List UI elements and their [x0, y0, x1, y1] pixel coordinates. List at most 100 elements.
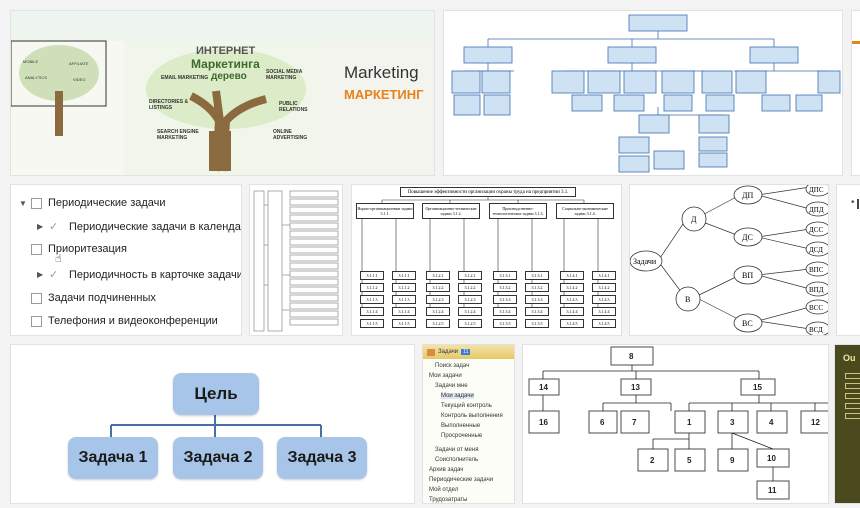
node-label: 7	[632, 418, 637, 427]
node-label: 4	[769, 418, 774, 427]
result-marketing-tree[interactable]: ИНТЕРНЕТ Маркетинга дерево EMAIL MARKETI…	[10, 10, 435, 176]
tree-item[interactable]: Просроченные	[441, 433, 483, 439]
result-org-chart[interactable]	[443, 10, 843, 176]
node-l3: ДПС	[809, 186, 824, 194]
ellipse-tree-diagram: Задачи Д В ДП ДС ВП ВС ДПС ДПД ДСС ДСД В…	[630, 185, 828, 335]
code-cell: 3.1.1.4	[392, 307, 416, 316]
result-ellipse-tree[interactable]: Задачи Д В ДП ДС ВП ВС ДПС ДПД ДСС ДСД В…	[629, 184, 829, 336]
code-cell: 3.1.3.1	[525, 271, 549, 280]
code-cell: 3.1.3.3	[525, 295, 549, 304]
task-list-item[interactable]: Задачи подчиненных	[31, 292, 156, 304]
node-label: 10	[767, 454, 776, 463]
tree-item[interactable]: Мой отдел	[429, 487, 459, 493]
tree-item[interactable]: Текущий контроль	[441, 403, 492, 409]
code-cell: 3.1.1.5	[392, 319, 416, 328]
tree-heading: ИНТЕРНЕТ	[196, 45, 256, 57]
code-cell: 3.1.3.2	[525, 283, 549, 292]
code-cell: 3.1.1.5	[360, 319, 384, 328]
tree-item-selected[interactable]: Мои задачи	[441, 393, 474, 399]
node-label: 14	[539, 383, 548, 392]
check-icon: ✓	[49, 221, 59, 233]
code-cell: 3.1.4.1	[560, 271, 584, 280]
code-cell: 3.1.2.1	[458, 271, 482, 280]
goal-connectors	[110, 415, 322, 437]
tree-item[interactable]: Архив задач	[429, 467, 464, 473]
node-l2: ДП	[742, 191, 753, 200]
node-l3: ВПД	[809, 286, 824, 294]
code-cell: 3.1.2.3	[458, 295, 482, 304]
node-label: 11	[768, 486, 777, 495]
node-label: 2	[650, 456, 655, 465]
checkbox[interactable]	[31, 315, 42, 327]
task-list-item[interactable]: Приоритезация	[31, 243, 127, 255]
tree-item[interactable]: Мои задачи	[429, 373, 462, 379]
checkbox[interactable]	[31, 243, 42, 255]
result-structure-scan[interactable]	[249, 184, 343, 336]
tree-branch: ANALYTICS	[25, 75, 47, 80]
node-label: 13	[631, 383, 640, 392]
marketing-tree-illustration	[11, 40, 434, 175]
code-cell: 3.1.3.1	[493, 271, 517, 280]
task-list-item[interactable]: Телефония и видеоконференции	[31, 315, 218, 327]
result-task-list[interactable]: ▼ Периодические задачи ▶ ✓ Периодические…	[10, 184, 242, 336]
result-partial-bottom[interactable]: Ou	[834, 344, 860, 504]
tree-item[interactable]: Соисполнитель	[435, 457, 479, 463]
tree-item[interactable]: Задачи мне	[435, 383, 468, 389]
node-label: 5	[687, 456, 692, 465]
tree-item[interactable]: Трудозатраты	[429, 497, 468, 503]
checkbox[interactable]	[31, 292, 42, 304]
app-header: Задачи 11	[423, 345, 514, 359]
code-cell: 3.1.1.1	[360, 271, 384, 280]
task-list-item[interactable]: ▶ ✓ Периодические задачи в календаре	[37, 220, 241, 234]
task-list-item[interactable]: ▶ ✓ Периодичность в карточке задачи	[37, 268, 242, 282]
count-badge: 11	[461, 349, 471, 355]
table-column-header: Социально-экономические задачи 3.1.4.	[556, 203, 614, 219]
code-cell: 3.1.4.4	[560, 307, 584, 316]
code-cell: 3.1.3.5	[525, 319, 549, 328]
partial-title: Ou	[843, 353, 856, 363]
checkbox[interactable]	[31, 197, 42, 209]
code-cell: 3.1.3.5	[493, 319, 517, 328]
tree-item[interactable]: Периодические задачи	[429, 477, 494, 483]
result-partial-middle[interactable]: •	[836, 184, 860, 336]
code-cell: 3.1.4.5	[560, 319, 584, 328]
result-goal-diagram[interactable]: Цель Задача 1 Задача 2 Задача 3	[10, 344, 415, 504]
code-cell: 3.1.4.1	[592, 271, 616, 280]
node-label: 15	[753, 383, 762, 392]
tree-item[interactable]: Выполненные	[441, 423, 481, 429]
code-cell: 3.1.2.3	[426, 295, 450, 304]
result-partial-top[interactable]	[851, 10, 860, 176]
node-l2: ВС	[742, 319, 753, 328]
code-cell: 3.1.3.2	[493, 283, 517, 292]
tree-item[interactable]: Задачи от меня	[435, 447, 479, 453]
code-cell: 3.1.2.4	[426, 307, 450, 316]
task-list-item[interactable]: ▼ Периодические задачи	[19, 197, 166, 209]
code-cell: 3.1.2.4	[458, 307, 482, 316]
result-task-tree-app[interactable]: Задачи 11 Поиск задач Мои задачи Задачи …	[422, 344, 515, 504]
tree-branch: AFFILIATE	[69, 61, 89, 66]
structure-scan-diagram	[253, 190, 339, 332]
result-number-tree[interactable]: 8 14 13 15 16 6 7 1 3 4 12 2 5 9 10 11	[522, 344, 829, 504]
node-l3: ДСД	[809, 246, 823, 254]
tree-item[interactable]: Поиск задач	[435, 363, 470, 369]
code-cell: 3.1.3.4	[493, 307, 517, 316]
node-label: 1	[687, 418, 692, 427]
node-l3: ВПС	[809, 266, 824, 274]
table-title: Повышение эффективности организации охра…	[400, 187, 576, 197]
table-column-header: Организационно-технические задачи 3.1.2.	[422, 203, 480, 219]
task-box: Задача 1	[68, 437, 158, 479]
node-l1: В	[685, 295, 690, 304]
task-label: Периодичность в карточке задачи	[69, 268, 242, 281]
code-cell: 3.1.1.1	[392, 271, 416, 280]
goal-box: Цель	[173, 373, 259, 415]
code-cell: 3.1.1.3	[392, 295, 416, 304]
tree-branch: EMAIL MARKETING	[161, 75, 209, 81]
code-cell: 3.1.4.3	[560, 295, 584, 304]
code-cell: 3.1.2.1	[426, 271, 450, 280]
result-codes-table[interactable]: Повышение эффективности организации охра…	[351, 184, 622, 336]
expand-right-icon: ▶	[37, 222, 44, 231]
tasks-folder-icon	[427, 348, 435, 356]
tree-item[interactable]: Контроль выполнения	[441, 413, 503, 419]
marketing-en-label: Marketing	[344, 63, 419, 82]
code-cell: 3.1.4.2	[592, 283, 616, 292]
